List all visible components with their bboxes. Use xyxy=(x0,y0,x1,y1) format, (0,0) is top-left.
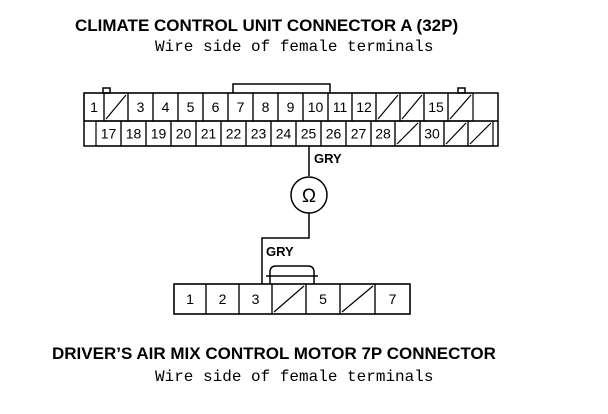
connector-a-row1-terminal: 8 xyxy=(252,92,279,122)
connector-a-row2-terminal: 20 xyxy=(170,120,197,147)
terminal-number: 1 xyxy=(186,291,194,307)
connector-a-row2-terminal: 23 xyxy=(245,120,272,147)
connector-a-latch-tab-left xyxy=(102,87,111,94)
connector-b-terminal: 2 xyxy=(205,283,240,315)
connector-b-terminal: 5 xyxy=(305,283,341,315)
terminal-number: 11 xyxy=(333,99,348,115)
connector-b-terminal: 1 xyxy=(173,283,207,315)
wire-upper-color-label: GRY xyxy=(314,151,342,166)
terminal-number: 21 xyxy=(201,126,217,142)
connector-b-row: 1 2 3 5 7 xyxy=(173,283,411,315)
connector-a-row1-terminal: 9 xyxy=(277,92,304,122)
connector-a-row1-terminal: 6 xyxy=(202,92,229,122)
terminal-number: 20 xyxy=(176,126,192,142)
terminal-number: 8 xyxy=(262,99,270,115)
connector-a-row1-terminal xyxy=(103,92,129,122)
terminal-number: 7 xyxy=(237,99,245,115)
terminal-cell-border xyxy=(467,120,494,147)
connector-a-row1-terminal: 5 xyxy=(177,92,204,122)
unused-terminal-slash xyxy=(341,285,374,313)
terminal-number: 10 xyxy=(308,99,324,115)
connector-b-subtitle: Wire side of female terminals xyxy=(155,368,434,386)
connector-a-row2-terminal: 19 xyxy=(145,120,172,147)
connector-b-latch xyxy=(269,265,315,284)
terminal-number: 7 xyxy=(389,291,397,307)
connector-a-row2-terminal: 27 xyxy=(345,120,372,147)
unused-terminal-slash xyxy=(445,122,467,145)
connector-a-row1-terminal xyxy=(399,92,425,122)
unused-terminal-slash xyxy=(273,285,305,313)
terminal-number: 15 xyxy=(428,99,444,115)
connector-a-row-2: 17 18 19 20 21 22 23 24 25 26 27 28 30 xyxy=(95,120,494,147)
terminal-number: 5 xyxy=(187,99,195,115)
wire-lower xyxy=(261,213,310,284)
terminal-number: 30 xyxy=(424,126,440,142)
unused-terminal-slash xyxy=(105,94,127,120)
connector-a-row1-terminal: 1 xyxy=(83,92,105,122)
connector-a-row2-terminal: 25 xyxy=(295,120,322,147)
terminal-number: 12 xyxy=(356,99,372,115)
terminal-number: 23 xyxy=(251,126,267,142)
ohmmeter: Ω xyxy=(290,176,328,214)
connector-a-row1-terminal: 10 xyxy=(302,92,329,122)
connector-a-row2-terminal xyxy=(467,120,494,147)
terminal-number: 5 xyxy=(319,291,327,307)
connector-a-row1-terminal: 11 xyxy=(327,92,353,122)
connector-b-terminal xyxy=(271,283,307,315)
terminal-number: 25 xyxy=(301,126,317,142)
terminal-number: 4 xyxy=(162,99,170,115)
connector-a-latch xyxy=(232,83,331,93)
unused-terminal-slash xyxy=(469,122,492,145)
terminal-number: 18 xyxy=(126,126,142,142)
unused-terminal-slash xyxy=(401,94,423,120)
connector-a-row2-terminal xyxy=(394,120,421,147)
terminal-number: 17 xyxy=(101,126,117,142)
connector-b-terminal: 3 xyxy=(238,283,273,315)
connector-a-row1-terminal: 3 xyxy=(127,92,154,122)
connector-a-row2-terminal: 30 xyxy=(419,120,445,147)
terminal-number: 3 xyxy=(137,99,145,115)
terminal-number: 3 xyxy=(252,291,260,307)
wire-lower-color-label: GRY xyxy=(266,244,294,259)
connector-a-row2-terminal: 17 xyxy=(95,120,122,147)
connector-a-row2-terminal: 26 xyxy=(320,120,347,147)
connector-a-row2-terminal: 24 xyxy=(270,120,297,147)
connector-a-row-1: 1 3 4 5 6 7 8 9 10 11 12 15 xyxy=(83,92,474,122)
unused-terminal-slash xyxy=(377,94,399,120)
connector-b-title: DRIVER’S AIR MIX CONTROL MOTOR 7P CONNEC… xyxy=(52,344,496,363)
connector-a-row2-terminal xyxy=(443,120,469,147)
terminal-number: 22 xyxy=(226,126,242,142)
connector-a-latch-tab-right xyxy=(457,87,466,94)
terminal-number: 24 xyxy=(276,126,292,142)
connector-a-row2-terminal: 18 xyxy=(120,120,147,147)
terminal-number: 6 xyxy=(212,99,220,115)
connector-a-row2-terminal: 28 xyxy=(370,120,396,147)
unused-terminal-slash xyxy=(396,122,419,145)
terminal-cell-border xyxy=(374,283,411,315)
terminal-number: 28 xyxy=(375,126,391,142)
ohmmeter-symbol: Ω xyxy=(302,186,316,207)
connector-a-row1-terminal xyxy=(447,92,474,122)
connector-a-title: CLIMATE CONTROL UNIT CONNECTOR A (32P) xyxy=(75,16,459,35)
terminal-number: 27 xyxy=(351,126,367,142)
connector-a-row2-terminal: 22 xyxy=(220,120,247,147)
terminal-number: 9 xyxy=(287,99,295,115)
connector-a-row1-terminal: 15 xyxy=(423,92,449,122)
connector-a-row1-terminal: 7 xyxy=(227,92,254,122)
connector-b-terminal xyxy=(339,283,376,315)
connector-a-row1-terminal: 4 xyxy=(152,92,179,122)
connector-a-row2-terminal: 21 xyxy=(195,120,222,147)
terminal-number: 19 xyxy=(151,126,167,142)
connector-b-terminal: 7 xyxy=(374,283,411,315)
connector-a-row1-terminal: 12 xyxy=(351,92,377,122)
connector-a-subtitle: Wire side of female terminals xyxy=(155,38,434,56)
terminal-number: 26 xyxy=(326,126,342,142)
connector-a-row1-terminal xyxy=(375,92,401,122)
terminal-number: 2 xyxy=(219,291,227,307)
unused-terminal-slash xyxy=(449,94,472,120)
terminal-number: 1 xyxy=(90,99,98,115)
